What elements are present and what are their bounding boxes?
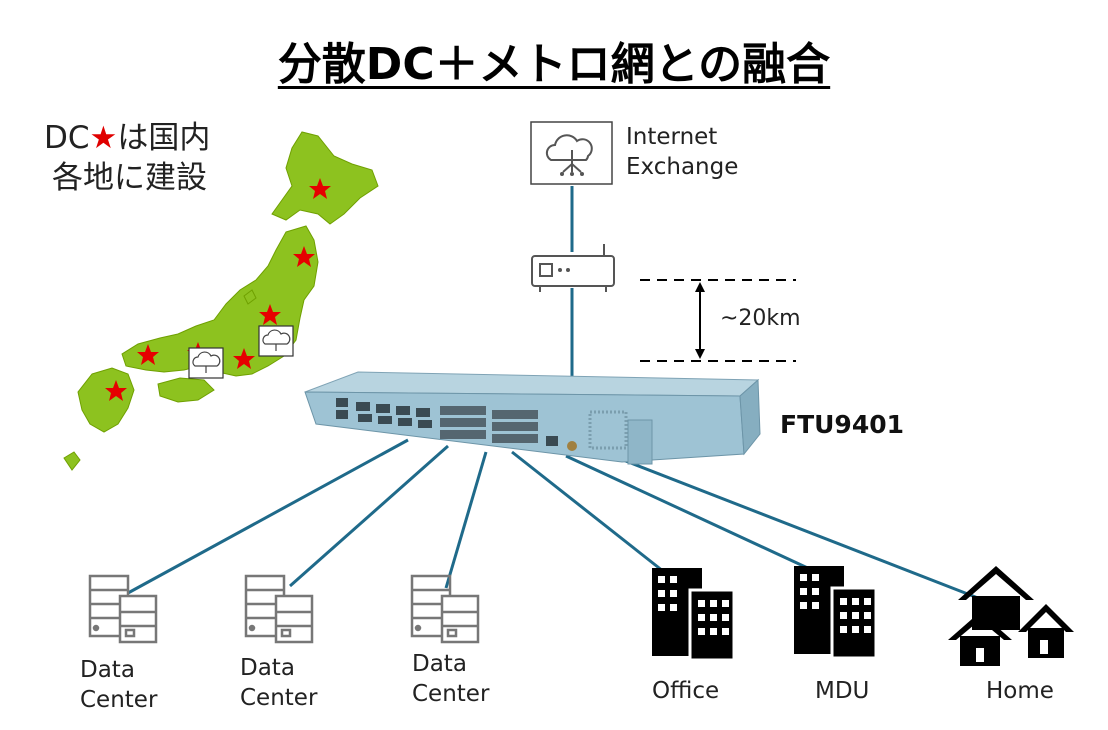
office-building-icon (652, 568, 736, 662)
link-dc2 (289, 444, 449, 588)
endpoint-label-line: MDU (815, 678, 870, 704)
map-ix-cloud-east (258, 325, 294, 357)
endpoint-label-line: Data (240, 655, 295, 681)
hokkaido-island (271, 131, 379, 225)
note-domestic-text: は国内 (117, 120, 211, 156)
link-mdu (565, 454, 813, 572)
kyushu-island (77, 367, 135, 433)
device-label: FTU9401 (780, 410, 905, 439)
distance-label: ~20km (720, 306, 801, 331)
distance-marker (640, 279, 796, 362)
dc-star-hiroshima (137, 344, 159, 365)
apartment-building-icon (794, 566, 878, 660)
map-note: DC★は国内 各地に建設 (44, 118, 210, 198)
ftu9401-device-image (304, 371, 761, 465)
dc-star-niigata (259, 304, 281, 325)
dc-star-tohoku (293, 246, 315, 267)
link-office (511, 450, 669, 577)
router-icon (531, 244, 615, 292)
server-rack-icon (88, 574, 158, 644)
map-ix-cloud-west (188, 347, 224, 379)
okinawa-island (63, 451, 81, 471)
houses-icon (948, 566, 1074, 666)
link-home (617, 456, 979, 600)
shikoku-island (157, 377, 215, 403)
endpoint-label-line: Data (412, 651, 467, 677)
ix-cloud-icon (530, 121, 613, 185)
note-dc-text: DC (44, 120, 90, 156)
ix-label-line2: Exchange (626, 154, 739, 180)
endpoint-label-home: Home (986, 676, 1054, 706)
dc-star-hokkaido (309, 178, 331, 199)
endpoint-label-line: Data (80, 657, 135, 683)
sado-island (243, 289, 257, 305)
endpoint-label-line: Center (80, 687, 158, 713)
endpoint-label-mdu: MDU (815, 676, 869, 706)
endpoint-label-office: Office (652, 676, 719, 706)
link-dc3 (444, 451, 488, 589)
endpoint-label-line: Center (412, 681, 490, 707)
note-star-icon: ★ (89, 120, 118, 156)
dc-star-tokyo (233, 348, 255, 369)
server-rack-icon (410, 574, 480, 644)
network-links (127, 186, 979, 600)
endpoint-label-line: Office (652, 678, 720, 704)
endpoint-label-dc1: Data Center (80, 655, 157, 715)
link-dc1 (127, 438, 409, 595)
endpoint-label-line: Center (240, 685, 318, 711)
diagram-title: 分散DC＋メトロ網との融合 (277, 39, 831, 90)
ix-label: Internet Exchange (626, 122, 738, 182)
endpoint-label-line: Home (986, 678, 1054, 704)
note-build-text: 各地に建設 (52, 160, 207, 196)
endpoint-label-dc3: Data Center (412, 649, 489, 709)
dc-star-kyushu (105, 380, 127, 401)
ix-label-line1: Internet (626, 124, 718, 150)
server-rack-icon (244, 574, 314, 644)
endpoint-label-dc2: Data Center (240, 653, 317, 713)
